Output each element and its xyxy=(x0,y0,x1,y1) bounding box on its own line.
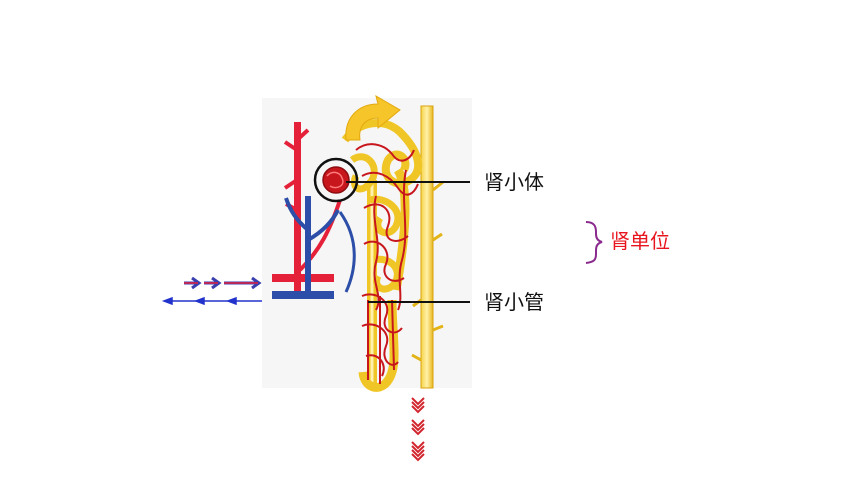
circle-highlight-icon xyxy=(313,157,359,203)
left-arrow-icon xyxy=(161,296,262,306)
down-arrow-icon xyxy=(411,397,425,462)
renal-vein xyxy=(272,196,356,299)
right-arrow-icon xyxy=(184,276,262,290)
label-renal-tubule: 肾小管 xyxy=(484,290,544,314)
capillary-network xyxy=(355,143,419,384)
label-renal-corpuscle: 肾小体 xyxy=(484,170,544,194)
glomerulus xyxy=(322,166,350,194)
label-nephron: 肾单位 xyxy=(610,229,670,253)
yellow-flow-arrow-icon xyxy=(345,94,401,141)
curly-brace-icon xyxy=(585,221,603,264)
collecting-duct xyxy=(411,105,444,389)
